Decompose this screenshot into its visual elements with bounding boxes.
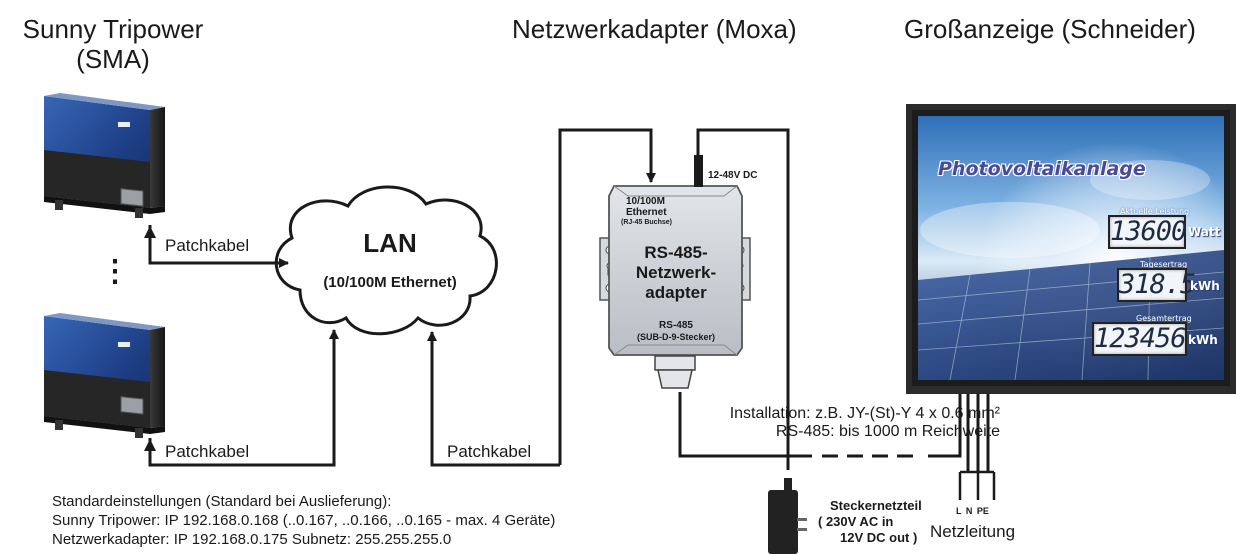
inverter-bottom [44,313,165,438]
inverter-top [44,93,165,218]
cable-label-bottom: Patchkabel [165,442,250,461]
power-supply-line3: 12V DC out ) [840,530,918,545]
power-supply-line2: ( 230V AC in [818,514,894,529]
display-caption-1: Aktuelle Leistung [1120,207,1190,216]
adapter-ethernet-label: 10/100M Ethernet [626,196,667,218]
cable-lan-adapter [558,128,656,465]
default-settings-line1: Standardeinstellungen (Standard bei Ausl… [52,493,392,510]
display-unit-2: kWh [1190,279,1220,293]
display-unit-3: kWh [1188,333,1218,347]
display-value-box-1: 13600 [1108,215,1187,249]
power-supply-icon [768,478,807,554]
mains-terminal-fork [958,470,996,500]
adapter-ethernet-note: (RJ-45 Buchse) [621,219,672,226]
adapter-ethernet-line2: Ethernet [626,207,667,218]
rs485-bus-right [928,380,962,458]
default-settings-line3: Netzwerkadapter: IP 192.168.0.175 Subnet… [52,531,452,548]
lan-cloud [274,185,498,336]
adapter-wiring [678,128,990,472]
inverter-title: Sunny Tripower (SMA) [8,14,218,74]
cable-label-adapter: Patchkabel [447,442,532,461]
display-caption-2: Tagesertrag [1140,260,1188,269]
adapter-name-line2: Netzwerk- [635,263,717,282]
adapter-rs485-label: RS-485 [659,320,693,331]
display-title: Großanzeige (Schneider) [904,14,1196,44]
cable-adapter-lan [427,331,560,467]
adapter-rs485-note: (SUB-D-9-Stecker) [636,332,716,342]
installation-line2: RS-485: bis 1000 m Reichweite [775,423,1000,440]
cable-start-arrows [144,226,156,451]
patch-cable-lines [148,128,656,467]
display-value-3: 123456 [1094,323,1187,354]
adapter-title: Netzwerkadapter (Moxa) [512,14,797,44]
display-value-1: 13600 [1110,216,1187,247]
inverter-title-line1: Sunny Tripower [22,14,204,44]
display-unit-1: Watt [1188,225,1221,239]
default-settings: Standardeinstellungen (Standard bei Ausl… [52,492,555,549]
cable-inverter-bottom [148,329,339,467]
adapter-ethernet-line1: 10/100M [626,196,665,207]
cable-label-top: Patchkabel [165,236,250,255]
adapter-name-line1: RS-485- [644,243,708,262]
adapter-power-label: 12-48V DC [708,170,758,181]
power-supply-label: Steckernetzteil ( 230V AC in 12V DC out … [818,498,922,546]
display-caption-3: Gesamtertrag [1136,314,1192,323]
power-supply-line1: Steckernetzteil [830,498,922,513]
display-value-box-2: 318.5 [1117,268,1196,302]
installation-note: Installation: z.B. JY-(St)-Y 4 x 0.6 mm²… [730,405,1000,441]
lan-subtitle: (10/100M Ethernet) [323,274,457,291]
installation-line1: Installation: z.B. JY-(St)-Y 4 x 0.6 mm² [729,405,1000,422]
mains-terminals-label: L N PE [956,506,989,516]
display-value-box-3: 123456 [1092,322,1187,356]
rs485-bus-left [678,392,812,458]
display-panel-title: Photovoltaikanlage [938,158,1146,180]
lan-title: LAN [363,228,417,258]
display-value-2: 318.5 [1119,269,1196,300]
adapter-device [599,155,751,389]
power-line [696,128,790,470]
adapter-name: RS-485- Netzwerk- adapter [622,243,730,303]
default-settings-line2: Sunny Tripower: IP 192.168.0.168 (..0.16… [52,512,556,529]
inverter-title-line2: (SMA) [76,44,150,74]
ellipsis-more-inverters: ⋮ [100,255,130,288]
adapter-name-line3: adapter [645,283,707,302]
mains-label: Netzleitung [930,522,1016,541]
